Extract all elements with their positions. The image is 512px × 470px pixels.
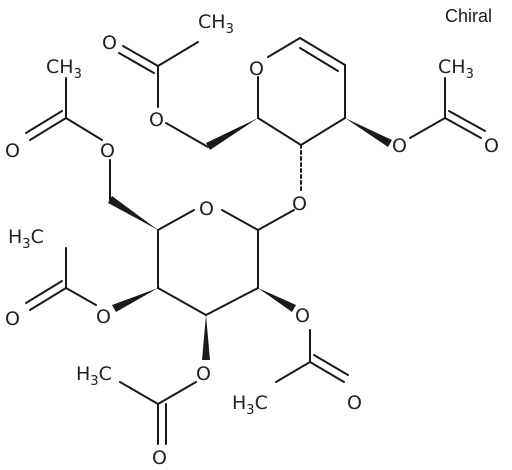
acetoxymethyl-lower (25, 77, 158, 230)
acetoxy-right (345, 77, 486, 147)
double-bond (448, 110, 486, 132)
carbonyl-oxygen: O (5, 308, 20, 330)
methyl-label: CH3 (438, 56, 474, 82)
bond (157, 41, 199, 67)
bond (119, 381, 159, 405)
wedge-bond (108, 196, 158, 230)
bond (65, 287, 97, 306)
bond (309, 361, 345, 383)
wedge-bond (206, 118, 258, 150)
bond (257, 117, 302, 146)
bond (157, 381, 197, 405)
bond (205, 287, 259, 316)
chiral-label: Chiral (445, 6, 492, 26)
ring-oxygen-lower: O (199, 198, 214, 220)
ester-oxygen: O (100, 140, 115, 162)
double-bond (299, 47, 339, 72)
carbonyl-oxygen: O (484, 135, 499, 157)
bond (165, 122, 209, 148)
double-bond (25, 110, 63, 134)
methyl-label: H3C (76, 363, 112, 389)
acetoxy-left (25, 247, 158, 312)
ester-oxygen: O (196, 363, 211, 385)
wedge-bond (345, 118, 392, 147)
bond (300, 117, 346, 146)
acetoxy-lower-right (258, 288, 349, 383)
bond (157, 287, 207, 316)
bond (29, 287, 67, 311)
double-bond (25, 280, 63, 304)
carbonyl-oxygen: O (102, 32, 117, 54)
methyl-label: H3C (232, 392, 268, 418)
bond (267, 37, 301, 58)
bond (444, 117, 482, 139)
bond (299, 37, 346, 66)
glycosidic-oxygen: O (292, 193, 307, 215)
ring-oxygen-upper: O (249, 58, 264, 80)
bond (409, 117, 446, 139)
methyl-label: CH3 (46, 56, 82, 82)
bond (122, 45, 159, 67)
atom-labels: O O O O O O O O O O O O O O O CH3 CH3 CH… (5, 11, 499, 469)
double-bond (313, 354, 349, 376)
carbonyl-oxygen: O (347, 392, 362, 414)
bond (275, 361, 311, 383)
lower-ring (157, 209, 259, 316)
bond (221, 209, 259, 231)
wedge-bond (112, 288, 158, 312)
acetoxymethyl-upper (118, 41, 258, 150)
glycosidic-link (257, 144, 302, 231)
upper-ring (257, 37, 346, 146)
bond (29, 117, 67, 141)
bond (257, 209, 295, 231)
methyl-label: H3C (8, 226, 44, 252)
double-bond (118, 52, 155, 74)
ester-oxygen: O (392, 135, 407, 157)
methyl-label: CH3 (198, 11, 234, 37)
ester-oxygen: O (295, 305, 310, 327)
ester-oxygen: O (96, 306, 111, 328)
acetoxy-bottom (119, 315, 210, 445)
bond (157, 209, 195, 231)
carbonyl-oxygen: O (152, 447, 167, 469)
wedge-bond (202, 315, 210, 360)
ester-oxygen: O (149, 109, 164, 131)
bond (65, 117, 103, 141)
carbonyl-oxygen: O (5, 140, 20, 162)
wedge-bond (258, 288, 296, 312)
